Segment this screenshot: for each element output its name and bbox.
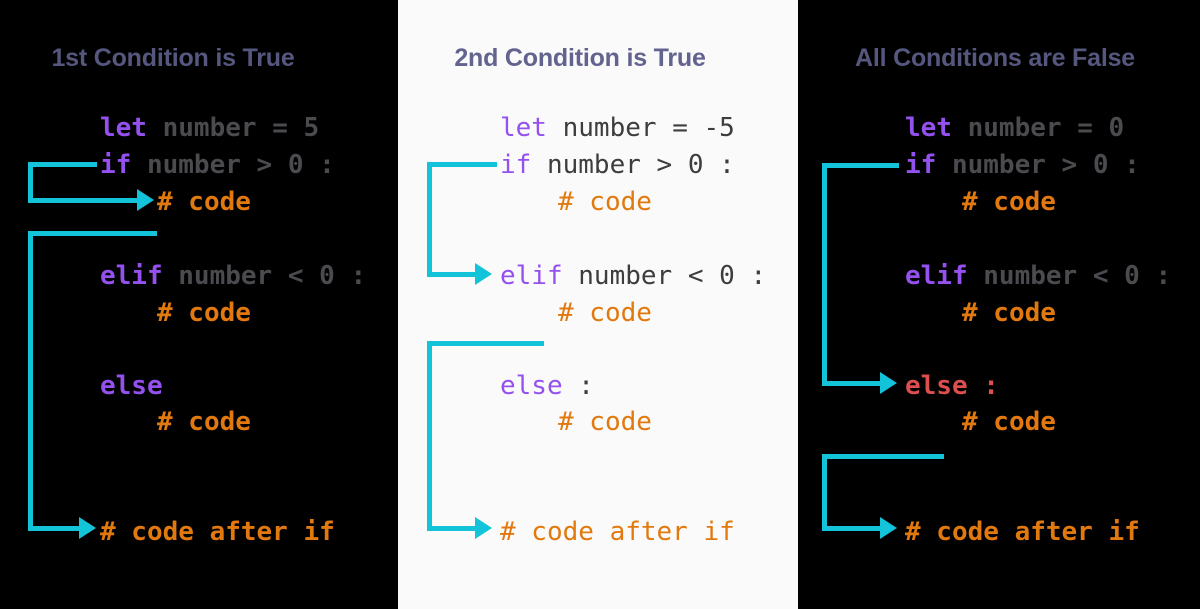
keyword-let: let xyxy=(100,113,147,143)
arrow-segment xyxy=(822,454,827,531)
keyword-if: if xyxy=(100,150,132,180)
arrow-segment xyxy=(28,198,138,203)
panel-title-second: 2nd Condition is True xyxy=(454,44,706,72)
arrowhead-icon xyxy=(475,517,492,539)
code-line-else: else : xyxy=(905,368,999,404)
code-text: number < 0 : xyxy=(162,261,367,291)
arrow-segment xyxy=(427,162,432,276)
arrow-segment xyxy=(427,341,432,531)
code-line-if-body: # code xyxy=(558,184,652,220)
code-line-elif: elif number < 0 : xyxy=(500,258,766,294)
comment-text: # code xyxy=(558,407,652,437)
arrow-segment xyxy=(427,526,476,531)
arrow-segment xyxy=(28,526,80,531)
code-line-else-body: # code xyxy=(962,404,1056,440)
code-line-elif-body: # code xyxy=(157,295,251,331)
middle-card xyxy=(398,0,798,609)
arrow-segment xyxy=(822,163,899,168)
arrow-segment xyxy=(822,526,881,531)
code-text: number > 0 : xyxy=(131,150,335,180)
panel-title-third: All Conditions are False xyxy=(855,44,1135,72)
keyword-let: let xyxy=(905,113,952,143)
comment-text: # code xyxy=(962,187,1056,217)
code-line-after-if: # code after if xyxy=(100,514,335,550)
keyword-elif: elif xyxy=(500,261,563,291)
arrowhead-icon xyxy=(880,517,897,539)
code-line-elif-body: # code xyxy=(558,295,652,331)
code-line-else-body: # code xyxy=(558,404,652,440)
code-line-elif-body: # code xyxy=(962,295,1056,331)
arrowhead-icon xyxy=(137,189,154,211)
arrow-segment xyxy=(427,272,476,277)
arrow-segment xyxy=(28,162,97,167)
keyword-else: else xyxy=(100,371,163,401)
code-text: number > 0 : xyxy=(936,150,1140,180)
code-line-let: let number = 0 xyxy=(905,110,1124,146)
code-line-if: if number > 0 : xyxy=(905,147,1140,183)
keyword-if: if xyxy=(500,150,532,180)
arrow-segment xyxy=(28,231,157,236)
arrow-segment xyxy=(28,162,33,203)
code-line-if: if number > 0 : xyxy=(500,147,735,183)
keyword-elif: elif xyxy=(100,261,163,291)
code-line-elif: elif number < 0 : xyxy=(905,258,1171,294)
code-line-if-body: # code xyxy=(157,184,251,220)
code-text: number < 0 : xyxy=(562,261,767,291)
code-line-else: else : xyxy=(500,368,594,404)
panel-title-first: 1st Condition is True xyxy=(51,44,295,72)
comment-text: # code after if xyxy=(905,517,1140,547)
code-text: : xyxy=(562,371,594,401)
arrowhead-icon xyxy=(79,517,96,539)
code-text: number = 5 xyxy=(146,113,320,143)
code-line-else: else xyxy=(100,368,163,404)
arrow-segment xyxy=(427,341,544,346)
code-line-let: let number = -5 xyxy=(500,110,735,146)
code-line-after-if: # code after if xyxy=(905,514,1140,550)
comment-text: # code xyxy=(558,298,652,328)
comment-text: # code xyxy=(962,407,1056,437)
arrow-segment xyxy=(28,231,33,531)
code-line-after-if: # code after if xyxy=(500,514,735,550)
code-line-if: if number > 0 : xyxy=(100,147,335,183)
comment-text: # code xyxy=(157,407,251,437)
keyword-elif: elif xyxy=(905,261,968,291)
arrow-segment xyxy=(822,381,881,386)
code-text: number = 0 xyxy=(951,113,1125,143)
comment-text: # code xyxy=(157,187,251,217)
comment-text: # code xyxy=(157,298,251,328)
code-line-let: let number = 5 xyxy=(100,110,319,146)
arrow-segment xyxy=(427,162,497,167)
comment-text: # code xyxy=(558,187,652,217)
code-text: number = -5 xyxy=(546,113,735,143)
code-line-elif: elif number < 0 : xyxy=(100,258,366,294)
arrowhead-icon xyxy=(475,263,492,285)
code-line-else-body: # code xyxy=(157,404,251,440)
arrow-segment xyxy=(822,163,827,385)
code-line-if-body: # code xyxy=(962,184,1056,220)
keyword-if: if xyxy=(905,150,937,180)
comment-text: # code xyxy=(962,298,1056,328)
keyword-else-highlighted: else : xyxy=(905,371,999,401)
comment-text: # code after if xyxy=(500,517,735,547)
arrow-segment xyxy=(822,454,944,459)
code-text: number > 0 : xyxy=(531,150,735,180)
keyword-let: let xyxy=(500,113,547,143)
keyword-else: else xyxy=(500,371,563,401)
code-text: number < 0 : xyxy=(967,261,1172,291)
arrowhead-icon xyxy=(880,372,897,394)
comment-text: # code after if xyxy=(100,517,335,547)
